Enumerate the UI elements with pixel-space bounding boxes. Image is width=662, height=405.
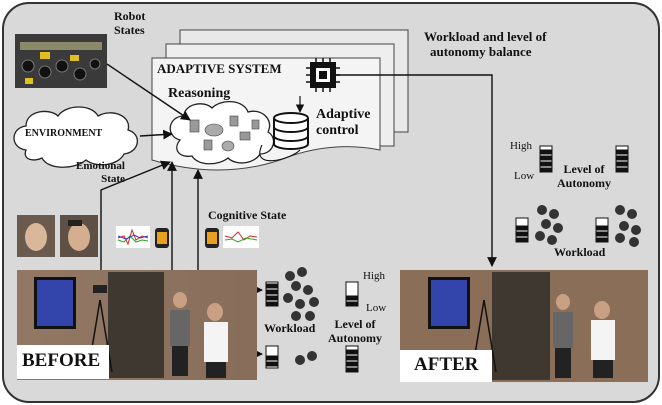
after-label: AFTER (414, 354, 479, 375)
after-photo (400, 270, 648, 382)
workload-balance-label-line2: autonomy balance (430, 43, 532, 59)
adaptive-control-label-line1: Adaptive (316, 107, 371, 122)
smartwatch-icon (205, 228, 219, 248)
workload-gauge-icon (515, 217, 609, 243)
robot-states-label-line2: States (114, 22, 145, 37)
database-icon (273, 112, 309, 150)
robot-states-photo (15, 34, 107, 88)
robot-states-label-line1: Robot (114, 9, 146, 23)
before-photo (17, 270, 257, 380)
autonomy-gauge-icon (345, 281, 359, 373)
workload-balance-label: Workload and level of autonomy balance (424, 29, 547, 60)
workload-balance-label-line1: Workload and level of (424, 29, 547, 44)
smartwatch-icon (155, 228, 169, 248)
after-low-label: Low (514, 170, 535, 182)
after-level-of-autonomy-label: Level of Autonomy (557, 162, 612, 191)
signal-plot-icon (116, 226, 150, 248)
environment-label: ENVIRONMENT (25, 128, 103, 139)
reasoning-label: Reasoning (168, 86, 231, 101)
workload-gauge-icon (265, 281, 279, 369)
before-workload-label: Workload (264, 321, 316, 335)
before-high-label: High (363, 270, 385, 282)
before-level-of-autonomy-line1: Level of (334, 317, 376, 331)
emotional-state-label: Emotional State (76, 160, 125, 185)
after-workload-label: Workload (554, 245, 606, 259)
before-low-label: Low (366, 302, 387, 314)
robot-states-label: Robot States (114, 9, 146, 38)
before-label: BEFORE (22, 350, 101, 371)
environment-cloud-icon (13, 106, 138, 168)
emotional-state-label-line2: State (101, 172, 125, 185)
face-photo (17, 215, 98, 257)
robot-swarm-icon (283, 267, 319, 365)
adaptive-system-title: ADAPTIVE SYSTEM (157, 61, 282, 76)
after-high-label: High (510, 140, 532, 152)
signal-plot-icon (223, 226, 259, 248)
emotional-state-label-line1: Emotional (76, 160, 125, 172)
processor-chip-icon (306, 58, 340, 92)
before-level-of-autonomy-label: Level of Autonomy (328, 317, 383, 346)
autonomy-gauge-icon (539, 145, 629, 173)
adaptive-control-label-line2: control (316, 123, 359, 139)
adaptive-control-label: Adaptive control (316, 107, 370, 139)
after-level-of-autonomy-line2: Autonomy (557, 175, 612, 190)
before-level-of-autonomy-line2: Autonomy (328, 330, 383, 345)
reasoning-cloud-icon (169, 101, 275, 165)
after-level-of-autonomy-line1: Level of (563, 162, 605, 176)
cognitive-state-label: Cognitive State (208, 208, 287, 222)
robot-swarm-icon (535, 205, 641, 247)
